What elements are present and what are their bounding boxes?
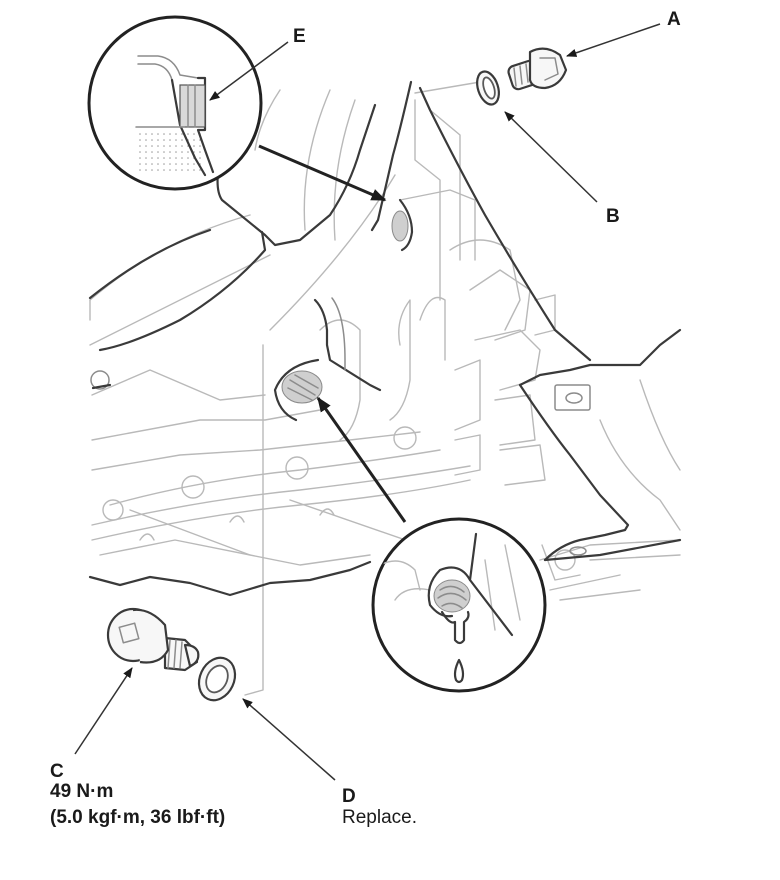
label-c: C: [50, 761, 64, 782]
draining-detail-circle: [371, 517, 547, 693]
callout-labels: A B E C 49 N·m (5.0 kgf·m, 36 lbf·ft) D …: [50, 9, 681, 828]
fill-plug-hole: [391, 198, 414, 252]
detail-e-pointer-arrow: [258, 144, 387, 202]
leader-e: [209, 41, 289, 101]
drain-plug-hole: [273, 358, 323, 422]
leader-c: [74, 667, 133, 755]
label-a: A: [667, 9, 681, 30]
part-a-fill-bolt: [507, 47, 568, 91]
leader-d: [242, 698, 336, 781]
label-d: D: [342, 786, 356, 807]
leader-b: [504, 111, 598, 203]
drain-detail-pointer-arrow: [316, 396, 407, 523]
callout-leaders: [74, 23, 661, 781]
label-e: E: [293, 26, 306, 47]
part-b-washer: [476, 70, 500, 106]
part-d-washer: [197, 656, 237, 702]
leader-a: [566, 23, 661, 57]
part-c-drain-bolt: [106, 607, 200, 672]
label-c-torque-nm: 49 N·m: [50, 781, 113, 802]
fluid-pattern: [135, 130, 205, 175]
label-c-torque-imperial: (5.0 kgf·m, 36 lbf·ft): [50, 807, 225, 828]
detail-pointers: [258, 144, 407, 523]
transmission-housing-outline: [89, 81, 681, 696]
label-d-note: Replace.: [342, 807, 417, 828]
fluid-level-detail-circle: [87, 15, 263, 191]
level-mark-band: [179, 84, 206, 128]
housing-structure-lines: [88, 80, 682, 597]
label-b: B: [606, 206, 620, 227]
